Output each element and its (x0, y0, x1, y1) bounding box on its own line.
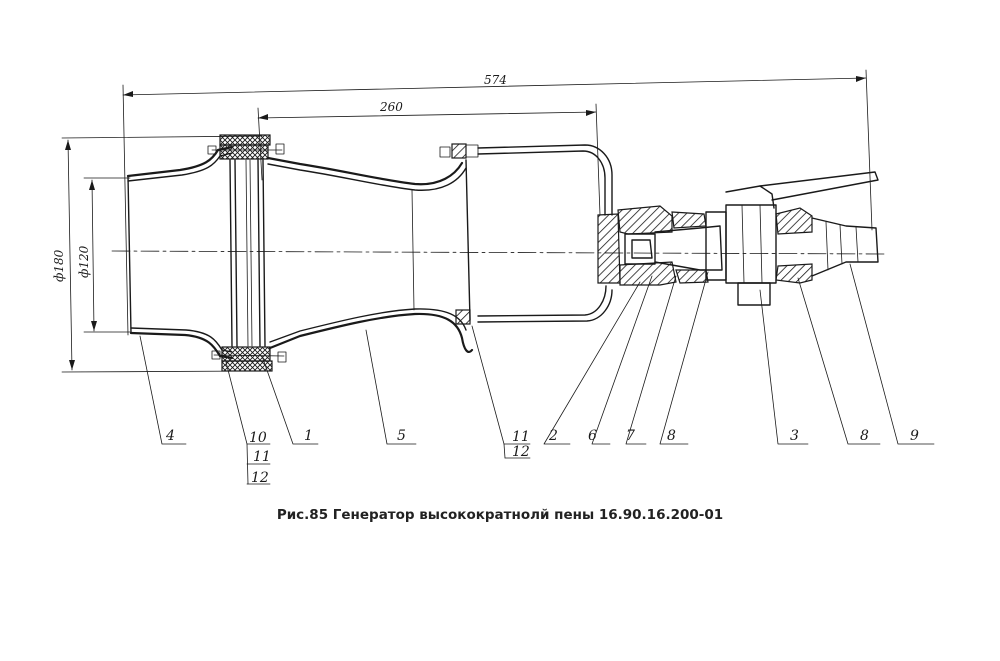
dim-180-label: ф180 (52, 249, 66, 282)
bracket-upper (439, 143, 613, 216)
nozzle-assembly (597, 205, 727, 286)
dim-260-label: 260 (379, 100, 403, 114)
dim-120-label: ф120 (77, 245, 91, 278)
part-label-4: 4 (165, 428, 175, 444)
figure-caption: Рис.85 Генератор высокократнолй пены 16.… (276, 507, 724, 523)
part-label-1: 1 (304, 428, 313, 444)
dimension-260: 260 (257, 100, 601, 216)
part-label-8-right: 8 (860, 428, 869, 444)
part-label-12: 12 (251, 470, 269, 486)
dimension-diam-120: ф120 (77, 177, 131, 333)
center-axis (111, 250, 886, 255)
part-label-11-right: 11 (512, 429, 530, 445)
part-5-body (266, 156, 474, 353)
leader-lines (139, 263, 935, 485)
part-4-inlet-sleeve (126, 145, 234, 360)
dim-574-label: 574 (484, 73, 507, 87)
part-label-3: 3 (790, 428, 799, 444)
part-3-valve (725, 171, 879, 306)
part-label-10: 10 (249, 430, 267, 446)
bracket-lower (455, 285, 613, 325)
part-label-11: 11 (253, 449, 271, 465)
dimension-574: 574 (122, 69, 873, 336)
part-label-6: 6 (588, 428, 597, 444)
part-label-7: 7 (626, 428, 635, 444)
part-label-2: 2 (548, 428, 558, 444)
part-label-12-right: 12 (512, 444, 530, 460)
part-label-5: 5 (397, 428, 406, 444)
part-9-coupling (775, 207, 879, 284)
flange-pack (207, 134, 287, 372)
part-label-9: 9 (910, 428, 919, 444)
part-label-8: 8 (667, 428, 676, 444)
